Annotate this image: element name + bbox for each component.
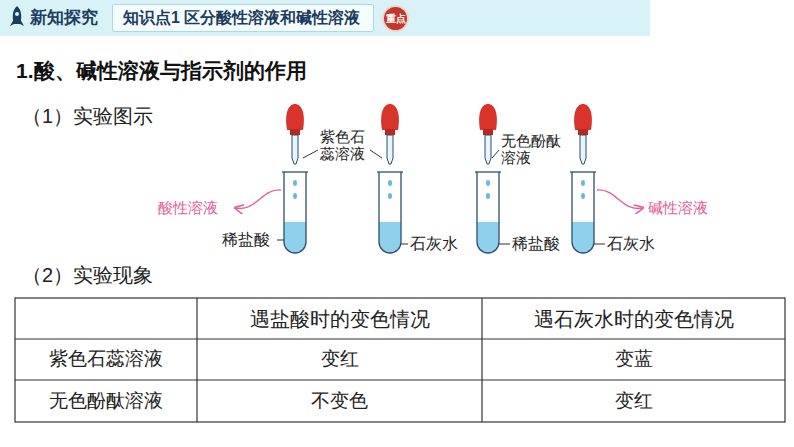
table-header: 遇石灰水时的变色情况 <box>534 307 734 331</box>
node-text: 新知探究 <box>30 8 98 28</box>
knowledge-point-box: 知识点1 区分酸性溶液和碱性溶液 <box>112 4 374 32</box>
dropper <box>286 104 304 164</box>
leader-line <box>499 244 510 245</box>
solution-type-label: 碱性溶液 <box>648 199 708 217</box>
solution-label: 石灰水 <box>410 234 458 253</box>
test-tube <box>377 172 403 253</box>
node-text: 重点 <box>386 13 406 25</box>
table-cell: 变红 <box>615 390 653 413</box>
section-title: 1.酸、碱性溶液与指示剂的作用 <box>16 58 307 83</box>
pointer-arrow <box>236 190 281 209</box>
solution-label: 稀盐酸 <box>512 234 560 253</box>
table-cell: 无色酚酞溶液 <box>49 390 163 413</box>
reagent-label: 无色酚酞溶液 <box>501 132 563 167</box>
header-band: 新知探究 知识点1 区分酸性溶液和碱性溶液 重点 <box>0 0 650 36</box>
solution-label: 石灰水 <box>607 234 655 253</box>
dropper <box>574 104 592 164</box>
leader-line <box>303 150 318 158</box>
test-tube <box>475 172 501 253</box>
test-tube <box>570 172 596 253</box>
table-cell: 变蓝 <box>615 348 653 371</box>
dropper <box>381 104 399 164</box>
subheading: （1）实验图示 <box>22 104 153 128</box>
key-badge: 重点 <box>382 5 409 32</box>
solution-type-label: 酸性溶液 <box>158 199 218 217</box>
pointer-arrow <box>597 190 642 209</box>
table-cell: 不变色 <box>311 390 368 413</box>
header-band-bg <box>0 0 650 36</box>
table-cell: 紫色石蕊溶液 <box>49 348 163 371</box>
table-cell: 变红 <box>321 348 359 371</box>
subheading: （2）实验现象 <box>22 263 153 287</box>
leader-line <box>594 244 605 245</box>
leader-line <box>277 240 284 241</box>
node-text: 知识点1 区分酸性溶液和碱性溶液 <box>123 8 360 27</box>
reagent-label: 紫色石蕊溶液 <box>320 128 368 163</box>
table-header: 遇盐酸时的变色情况 <box>250 307 430 331</box>
solution-label: 稀盐酸 <box>222 230 270 249</box>
leader-line <box>370 150 382 158</box>
leader-line <box>401 244 408 245</box>
result-table <box>15 298 785 422</box>
rocket-icon <box>10 6 24 26</box>
leader-line <box>492 150 499 158</box>
test-tube <box>282 172 308 253</box>
